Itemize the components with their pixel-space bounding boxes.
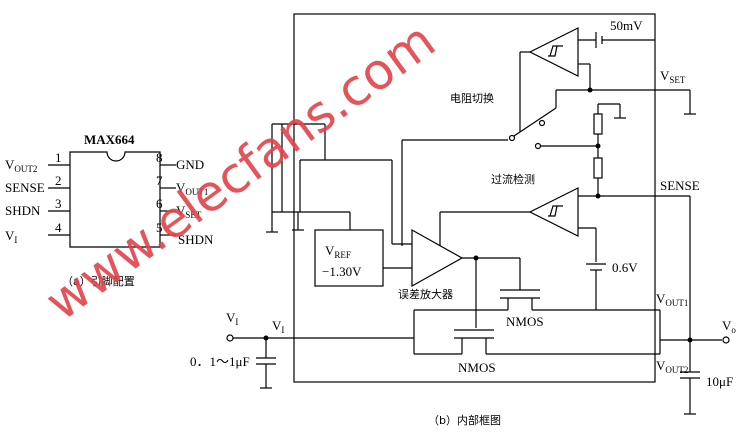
pin-number: 6 [156,196,163,211]
pin-label-vout1: VOUT1 [176,180,208,197]
pin-label-sense: SENSE [5,180,45,195]
caption-a: （a）引脚配置 [62,274,135,288]
internal-block-diagram: VREF −1.30V 误差放大器 过流检测 0.6V [190,13,736,427]
watermark: www.elecfans.com [35,11,446,332]
ref-06v-label: 0.6V [612,260,638,275]
vout1-label: VOUT1 [656,291,688,308]
cap-in-label: 0．1～1μF [190,354,250,369]
pin-number: 1 [55,150,62,165]
set-comparator [528,27,579,77]
junction [587,87,593,93]
switch-contact [534,142,542,150]
nmos-top-label: NMOS [506,314,544,329]
overcurrent-comparator [528,187,579,237]
pin-label-shdn: SHDN [5,203,41,218]
overcurrent-label: 过流检测 [491,172,535,186]
hysteresis-icon [548,205,563,217]
vout2-label: VOUT2 [656,358,688,375]
hysteresis-icon [548,45,563,57]
pin-label-vi: VI [5,228,17,245]
junction [595,193,601,199]
nmos-bottom-label: NMOS [458,360,496,375]
vref-value: −1.30V [322,264,362,279]
pin-number: 3 [55,196,62,211]
junction [595,143,601,149]
pin-label-vout2: VOUT2 [5,157,37,174]
vi-right-label: VI [272,318,284,335]
switch-pivot [508,134,516,142]
vo-label: Vo [722,318,736,335]
sense-label: SENSE [660,178,700,193]
error-amp-label: 误差放大器 [398,287,453,301]
chip-name: MAX664 [84,132,135,147]
pin-number: 7 [156,173,163,188]
vref-box [314,229,384,287]
cap-out-label: 10μF [706,374,733,389]
vi-left-label: VI [226,310,238,327]
ic-boundary [293,13,656,383]
switch-contact [538,119,546,127]
resistor [593,157,603,179]
vref-label: VREF [325,243,351,260]
ref-50mv-label: 50mV [610,18,643,33]
vo-terminal [722,336,730,344]
pin-label-vset: VSET [176,203,202,220]
pin-label-gnd: GND [176,157,204,172]
pin-configuration: MAX664 VOUT2 1 SENSE 2 SHDN 3 VI 4 8 GND… [5,132,214,288]
chip-body [69,151,161,248]
pin-number: 2 [55,173,62,188]
vset-label: VSET [660,68,686,85]
resistor [593,113,603,135]
vi-terminal [226,334,234,342]
pin-number: 8 [156,150,163,165]
error-amplifier [411,228,464,288]
resistor-switch-label: 电阻切换 [450,91,494,105]
switch-blade [513,107,557,137]
pin-number: 5 [156,220,163,235]
caption-b: （b）内部框图 [428,413,501,427]
pin-label-shdn-right: SHDN [178,232,214,247]
pin-number: 4 [55,220,62,235]
